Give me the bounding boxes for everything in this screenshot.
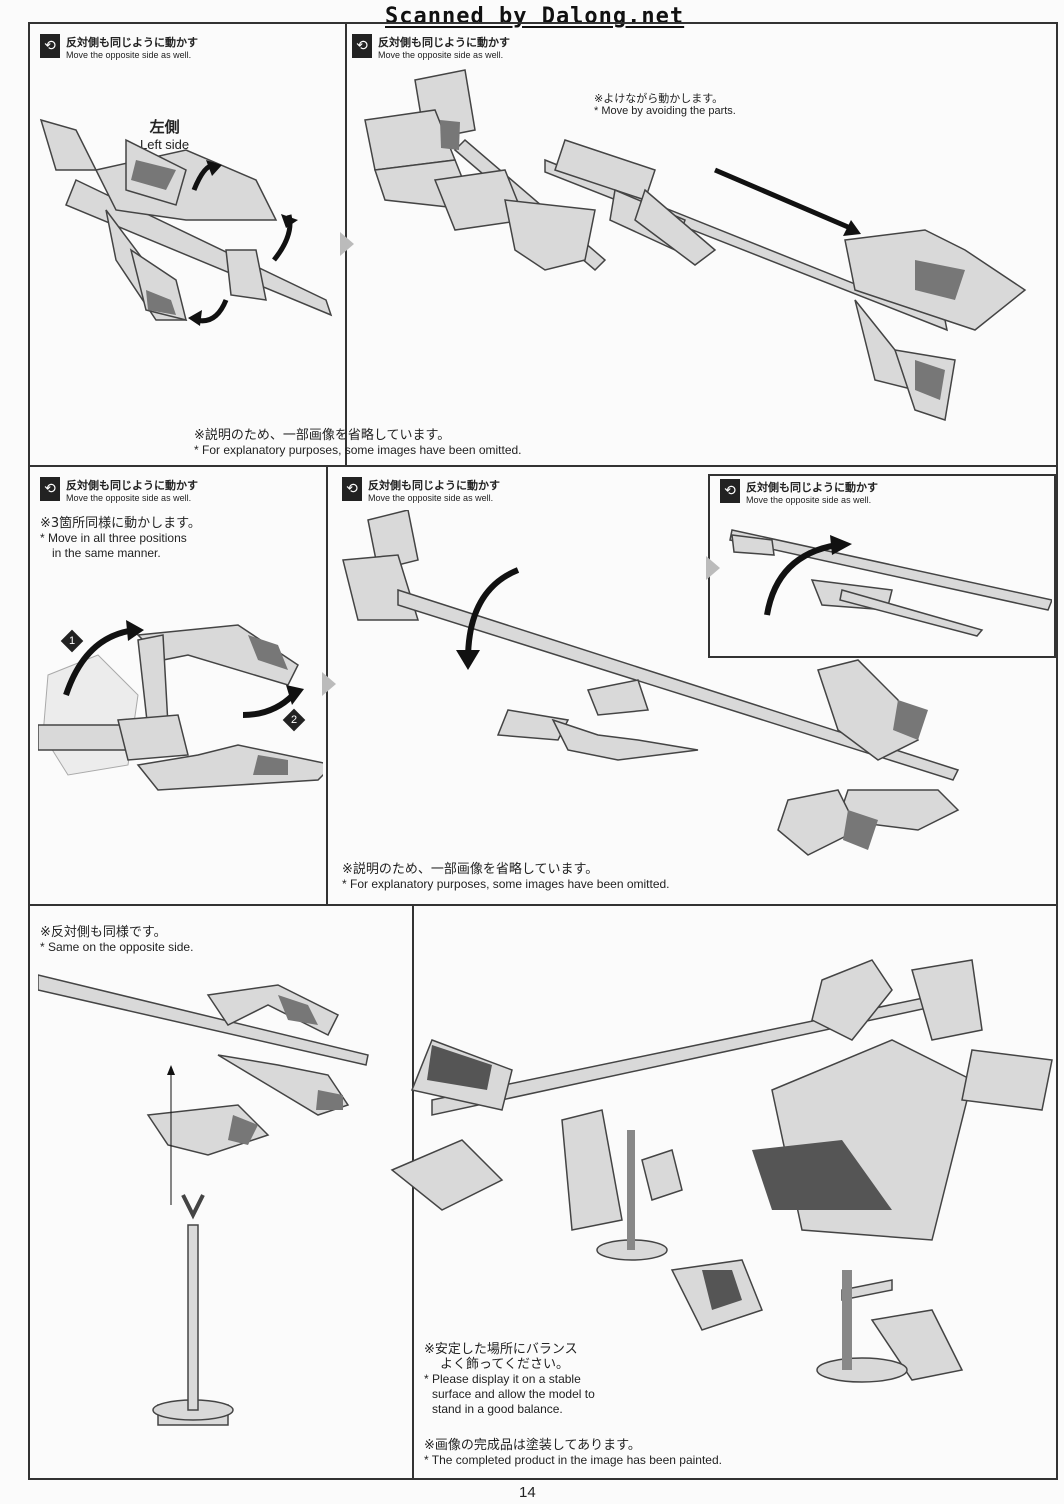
avoid-note: ※よけながら動かします。 * Move by avoiding the part… bbox=[594, 92, 736, 118]
claw-illustration bbox=[38, 620, 323, 791]
avoid-note-en: * Move by avoiding the parts. bbox=[594, 105, 736, 117]
step-note-jp: 反対側も同じように動かす bbox=[66, 36, 198, 49]
page-frame bbox=[28, 22, 1058, 1480]
balance-jp2: よく飾ってください。 bbox=[440, 1357, 569, 1372]
flip-side-icon: ⟲ bbox=[352, 34, 372, 58]
step-note-en: Move the opposite side as well. bbox=[368, 493, 494, 503]
step-note-2a: 反対側も同じように動かす Move the opposite side as w… bbox=[66, 479, 198, 505]
three-positions-en2: in the same manner. bbox=[52, 546, 161, 560]
step-note-en: Move the opposite side as well. bbox=[746, 495, 872, 505]
left-side-label: 左側 Left side bbox=[140, 116, 189, 152]
step-arrow bbox=[322, 672, 336, 696]
same-side-en: * Same on the opposite side. bbox=[40, 940, 194, 954]
balance-en2: surface and allow the model to bbox=[432, 1387, 595, 1401]
inset-illustration bbox=[729, 529, 1052, 637]
omitted-note-en: * For explanatory purposes, some images … bbox=[194, 443, 522, 457]
flip-side-icon: ⟲ bbox=[720, 479, 740, 503]
balance-note: ※安定した場所にバランス よく飾ってください。 * Please display… bbox=[424, 1342, 595, 1417]
completed-model-illustration bbox=[390, 959, 1053, 1383]
panel-divider-1 bbox=[28, 465, 1058, 467]
step-arrow bbox=[706, 556, 720, 580]
balance-jp1: ※安定した場所にバランス bbox=[424, 1342, 578, 1357]
omitted-note-en: * For explanatory purposes, some images … bbox=[342, 877, 670, 891]
flight-unit-illustration bbox=[364, 69, 1027, 421]
step-note-jp: 反対側も同じように動かす bbox=[66, 479, 198, 492]
step-note-2b: 反対側も同じように動かす Move the opposite side as w… bbox=[368, 479, 500, 505]
watermark: Scanned by Dalong.net bbox=[385, 4, 685, 29]
avoid-note-jp: ※よけながら動かします。 bbox=[594, 92, 724, 105]
painted-jp: ※画像の完成品は塗装してあります。 bbox=[424, 1438, 641, 1453]
flip-side-icon: ⟲ bbox=[342, 477, 362, 501]
omitted-note-2: ※説明のため、一部画像を省略しています。 * For explanatory p… bbox=[342, 862, 670, 892]
panel3-vdivider bbox=[412, 905, 414, 1480]
step-note-en: Move the opposite side as well. bbox=[66, 50, 192, 60]
stand-illustration bbox=[38, 974, 369, 1426]
same-side-jp: ※反対側も同様です。 bbox=[40, 925, 167, 940]
step-note-1b: 反対側も同じように動かす Move the opposite side as w… bbox=[378, 36, 510, 62]
page-number: 14 bbox=[519, 1484, 536, 1501]
left-side-en: Left side bbox=[140, 137, 190, 152]
three-positions-en1: * Move in all three positions bbox=[40, 531, 187, 545]
step-note-2c: 反対側も同じように動かす Move the opposite side as w… bbox=[746, 481, 878, 507]
step-note-en: Move the opposite side as well. bbox=[378, 50, 504, 60]
flip-side-icon: ⟲ bbox=[40, 34, 60, 58]
flip-side-icon: ⟲ bbox=[40, 477, 60, 501]
arm-extension-illustration bbox=[342, 510, 960, 856]
three-positions-note: ※3箇所同様に動かします。 * Move in all three positi… bbox=[40, 516, 201, 561]
step-note-jp: 反対側も同じように動かす bbox=[368, 479, 500, 492]
left-side-jp: 左側 bbox=[149, 118, 180, 136]
omitted-note-jp: ※説明のため、一部画像を省略しています。 bbox=[194, 428, 451, 443]
omitted-note-jp: ※説明のため、一部画像を省略しています。 bbox=[342, 862, 599, 877]
balance-en3: stand in a good balance. bbox=[432, 1402, 563, 1416]
step-note-1a: 反対側も同じように動かす Move the opposite side as w… bbox=[66, 36, 198, 62]
painted-en: * The completed product in the image has… bbox=[424, 1453, 722, 1467]
step-note-jp: 反対側も同じように動かす bbox=[746, 481, 878, 494]
omitted-note-1: ※説明のため、一部画像を省略しています。 * For explanatory p… bbox=[194, 428, 522, 458]
balance-en1: * Please display it on a stable bbox=[424, 1372, 581, 1386]
wing-left-illustration bbox=[39, 118, 333, 326]
step-arrow bbox=[340, 232, 354, 256]
three-positions-jp: ※3箇所同様に動かします。 bbox=[40, 516, 201, 531]
step-note-jp: 反対側も同じように動かす bbox=[378, 36, 510, 49]
painted-note: ※画像の完成品は塗装してあります。 * The completed produc… bbox=[424, 1438, 722, 1468]
step-note-en: Move the opposite side as well. bbox=[66, 493, 192, 503]
same-side-note: ※反対側も同様です。 * Same on the opposite side. bbox=[40, 925, 193, 955]
panel-divider-2 bbox=[28, 904, 1058, 906]
